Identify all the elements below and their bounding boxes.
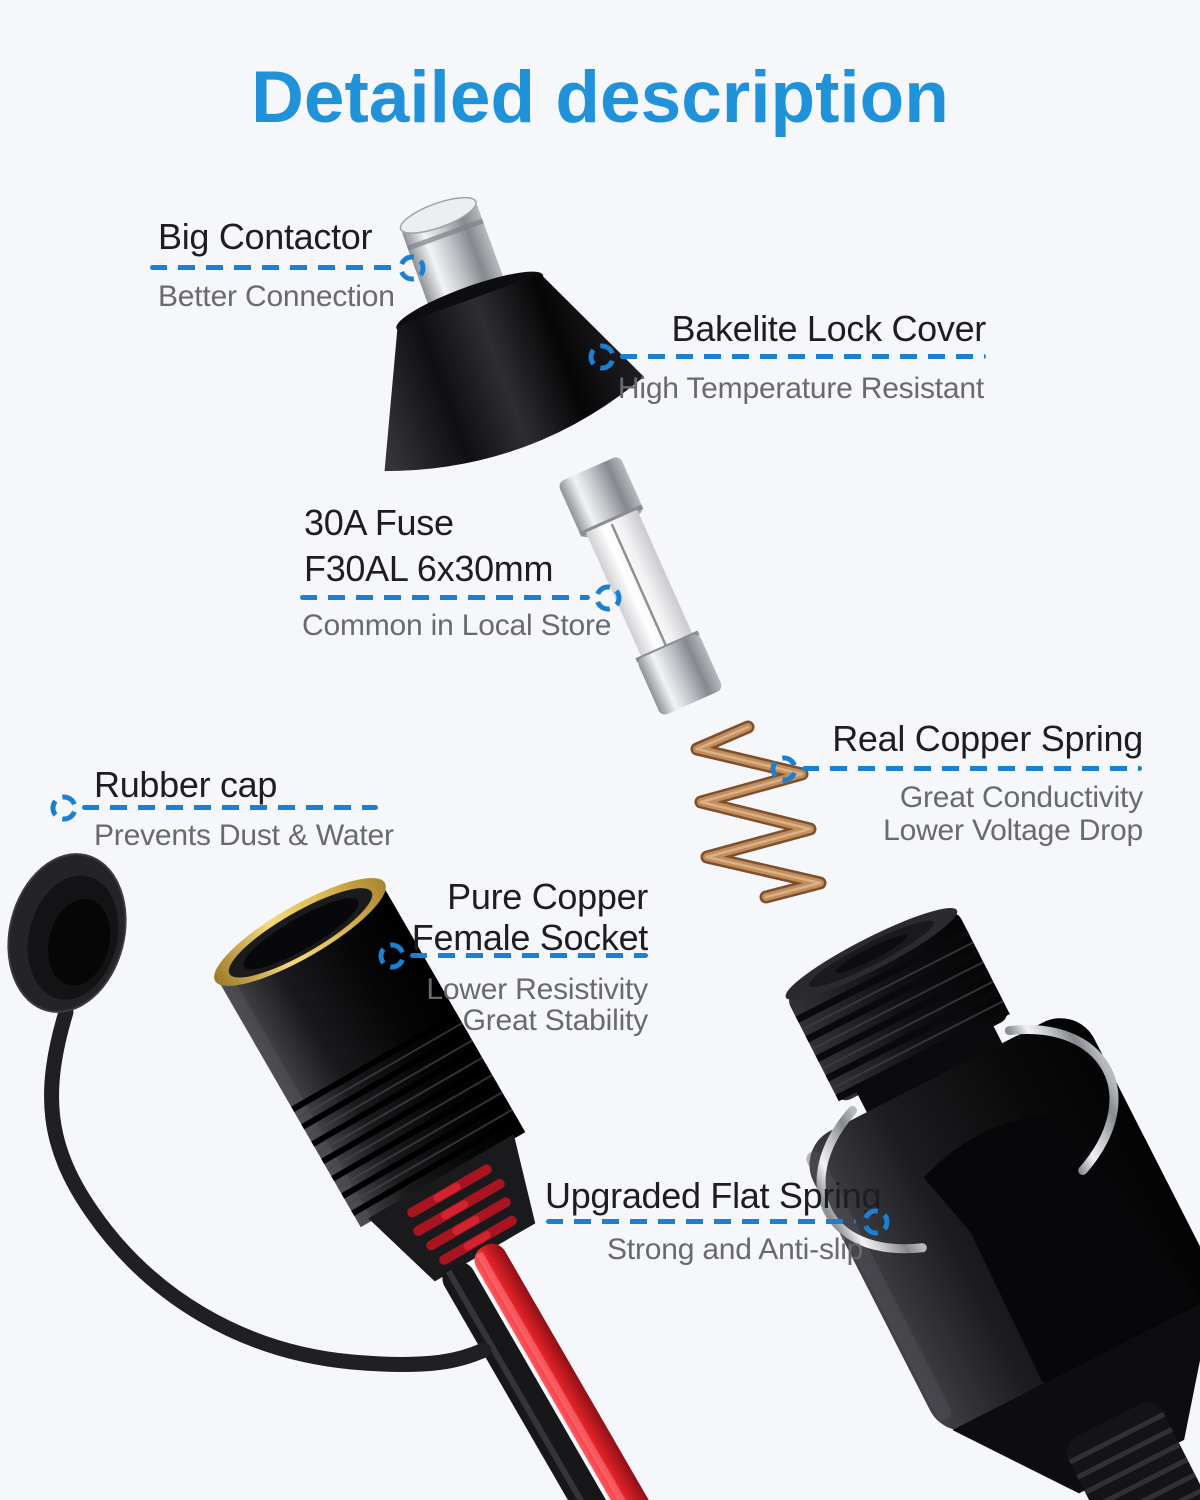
callout-socket-subtitle-line1: Lower Resistivity bbox=[426, 973, 648, 1006]
leader-line bbox=[546, 1219, 856, 1224]
male-plug-graphic bbox=[785, 908, 1200, 1500]
leader-line bbox=[300, 595, 590, 600]
flat-spring-wire-graphic bbox=[1004, 1024, 1119, 1176]
callout-spring-subtitle-line1: Great Conductivity bbox=[899, 781, 1143, 814]
tether-strap-graphic bbox=[44, 1004, 492, 1372]
nose-cone-graphic bbox=[384, 196, 644, 472]
callout-socket-title-line2: Female Socket bbox=[411, 917, 649, 958]
leader-line bbox=[802, 766, 1142, 771]
callout-big-contactor-subtitle: Better Connection bbox=[158, 280, 395, 313]
target-marker-icon bbox=[398, 254, 426, 282]
callout-flat-spring-title: Upgraded Flat Spring bbox=[545, 1175, 882, 1216]
callout-bakelite-subtitle: High Temperature Resistant bbox=[617, 372, 984, 405]
fuse-graphic bbox=[559, 457, 722, 715]
callout-rubber-cap-subtitle: Prevents Dust & Water bbox=[94, 819, 394, 852]
callout-spring-title: Real Copper Spring bbox=[832, 718, 1143, 759]
target-marker-icon bbox=[862, 1208, 890, 1236]
callout-flat-spring-subtitle: Strong and Anti-slip bbox=[607, 1233, 864, 1266]
leader-line bbox=[82, 805, 378, 810]
page-title: Detailed description bbox=[251, 57, 949, 138]
callout-fuse-title-line1: 30A Fuse bbox=[304, 502, 454, 543]
female-socket-graphic bbox=[214, 878, 673, 1500]
target-marker-icon bbox=[594, 584, 622, 612]
target-marker-icon bbox=[770, 755, 798, 783]
callout-fuse-subtitle: Common in Local Store bbox=[302, 609, 612, 642]
callout-rubber-cap-title: Rubber cap bbox=[94, 764, 278, 805]
flat-spring-wire-graphic bbox=[816, 1106, 927, 1254]
callout-spring-subtitle-line2: Lower Voltage Drop bbox=[883, 814, 1143, 847]
leader-line bbox=[150, 265, 396, 270]
copper-spring-graphic bbox=[690, 720, 827, 904]
target-marker-icon bbox=[50, 794, 78, 822]
callout-bakelite-title: Bakelite Lock Cover bbox=[671, 308, 987, 349]
rubber-cap-graphic bbox=[7, 853, 127, 1013]
callout-socket-subtitle-line2: Great Stability bbox=[462, 1004, 649, 1037]
leader-line bbox=[410, 953, 648, 958]
target-marker-icon bbox=[378, 942, 406, 970]
leader-line bbox=[620, 354, 986, 359]
target-marker-icon bbox=[588, 343, 616, 371]
callout-big-contactor-title: Big Contactor bbox=[158, 216, 373, 257]
callout-socket-title-line1: Pure Copper bbox=[447, 876, 648, 917]
callout-fuse-title-line2: F30AL 6x30mm bbox=[304, 548, 554, 589]
